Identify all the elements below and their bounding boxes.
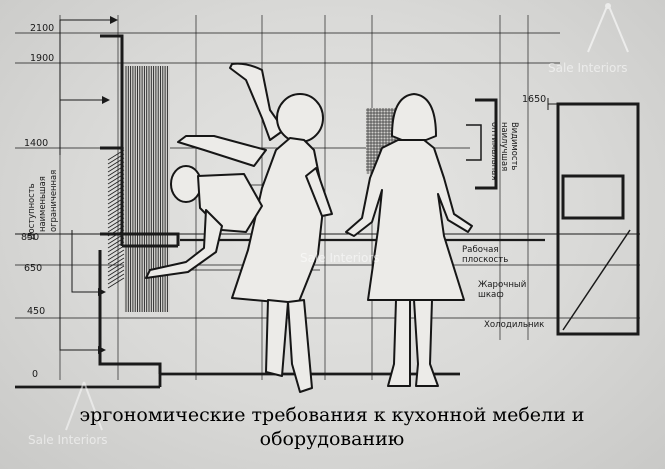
watermark-compass-bottom [65, 381, 103, 431]
hatch-line [107, 261, 125, 273]
hatch-line [107, 253, 125, 265]
oven-label-line2: шкаф [478, 290, 504, 300]
watermark-middle: Sale Interiors [300, 251, 380, 265]
hatch-line [107, 265, 125, 277]
caption-line1: эргономические требования к кухонной меб… [80, 404, 585, 426]
work-surface-label-line1: Рабочая [462, 245, 499, 255]
tick-650: 650 [24, 263, 42, 274]
visibility-label-line3: оптимальная [490, 122, 500, 180]
tick-1900: 1900 [30, 53, 54, 64]
figure-bending-woman [145, 165, 263, 279]
tick-1400: 1400 [24, 138, 48, 149]
hatch-line [107, 245, 125, 257]
visibility-label-line1: Видимость [510, 122, 520, 170]
marker-1650: 1650 [522, 94, 546, 105]
reach-label-line3: ограниченная [48, 170, 58, 232]
tick-850: 850 [21, 232, 39, 243]
hatch-line [107, 249, 125, 261]
dimension-leaders [59, 16, 118, 354]
visibility-bracket [466, 98, 498, 190]
reach-label-line2: наименьшая [37, 176, 47, 232]
watermark-top: Sale Interiors [548, 61, 628, 75]
caption-line2: оборудованию [260, 428, 405, 450]
tick-2100: 2100 [30, 23, 54, 34]
figure-reaching-woman [177, 62, 333, 393]
watermark-compass-top [587, 3, 629, 53]
visibility-label-line2: наилучшая [500, 122, 510, 171]
fridge-label: Холодильник [484, 320, 544, 330]
hatch-line [107, 257, 125, 269]
figure-standing-back [345, 93, 473, 387]
hatch-line [107, 269, 125, 281]
tick-0: 0 [32, 369, 38, 380]
tick-450: 450 [27, 306, 45, 317]
visibility-label: Видимость наилучшая оптимальная [490, 122, 520, 180]
oven-label-line1: Жарочный [478, 280, 526, 290]
reach-label: Доступность наименьшая ограниченная [26, 170, 58, 240]
work-surface-label-line2: плоскость [462, 255, 508, 265]
hatch-line [107, 273, 125, 285]
watermark-bottom: Sale Interiors [28, 433, 108, 447]
appliance-column [547, 98, 640, 336]
reach-label-line1: Доступность [26, 183, 36, 240]
tick-labels: 2100 1900 1400 850 650 450 0 [21, 23, 54, 380]
hatch-line [107, 277, 125, 289]
reach-bracket [98, 34, 180, 374]
